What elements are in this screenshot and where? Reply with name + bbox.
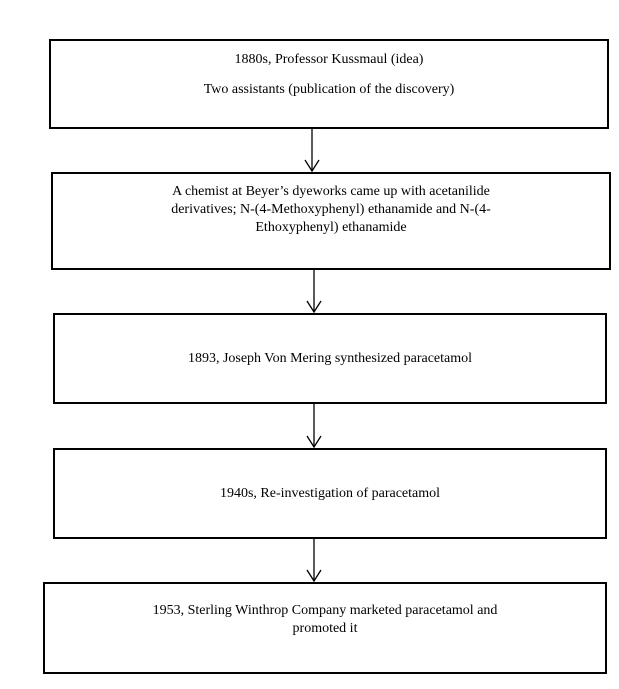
step-1-line-2: Two assistants (publication of the disco… — [203, 82, 455, 97]
step-1-line-1: 1880s, Professor Kussmaul (idea) — [234, 52, 424, 67]
flowchart-step-3: 1893, Joseph Von Mering synthesized para… — [53, 313, 607, 404]
flowchart-step-1: 1880s, Professor Kussmaul (idea) Two ass… — [49, 39, 609, 129]
arrow-3-to-4 — [306, 404, 322, 449]
arrow-2-to-3 — [306, 270, 322, 314]
step-5-line-2: promoted it — [292, 621, 358, 636]
arrow-4-to-5 — [306, 539, 322, 583]
step-2-line-1: A chemist at Beyer’s dyeworks came up wi… — [172, 184, 490, 199]
flowchart-step-5: 1953, Sterling Winthrop Company marketed… — [43, 582, 607, 674]
step-5-line-1: 1953, Sterling Winthrop Company marketed… — [152, 603, 498, 618]
flowchart-step-2: A chemist at Beyer’s dyeworks came up wi… — [51, 172, 611, 270]
step-2-line-3: Ethoxyphenyl) ethanamide — [255, 220, 407, 235]
step-4-line-1: 1940s, Re-investigation of paracetamol — [219, 485, 441, 501]
step-2-line-2: derivatives; N-(4-Methoxyphenyl) ethanam… — [171, 202, 491, 217]
step-3-line-1: 1893, Joseph Von Mering synthesized para… — [187, 350, 473, 366]
flowchart-step-4: 1940s, Re-investigation of paracetamol — [53, 448, 607, 539]
arrow-1-to-2 — [304, 129, 320, 173]
